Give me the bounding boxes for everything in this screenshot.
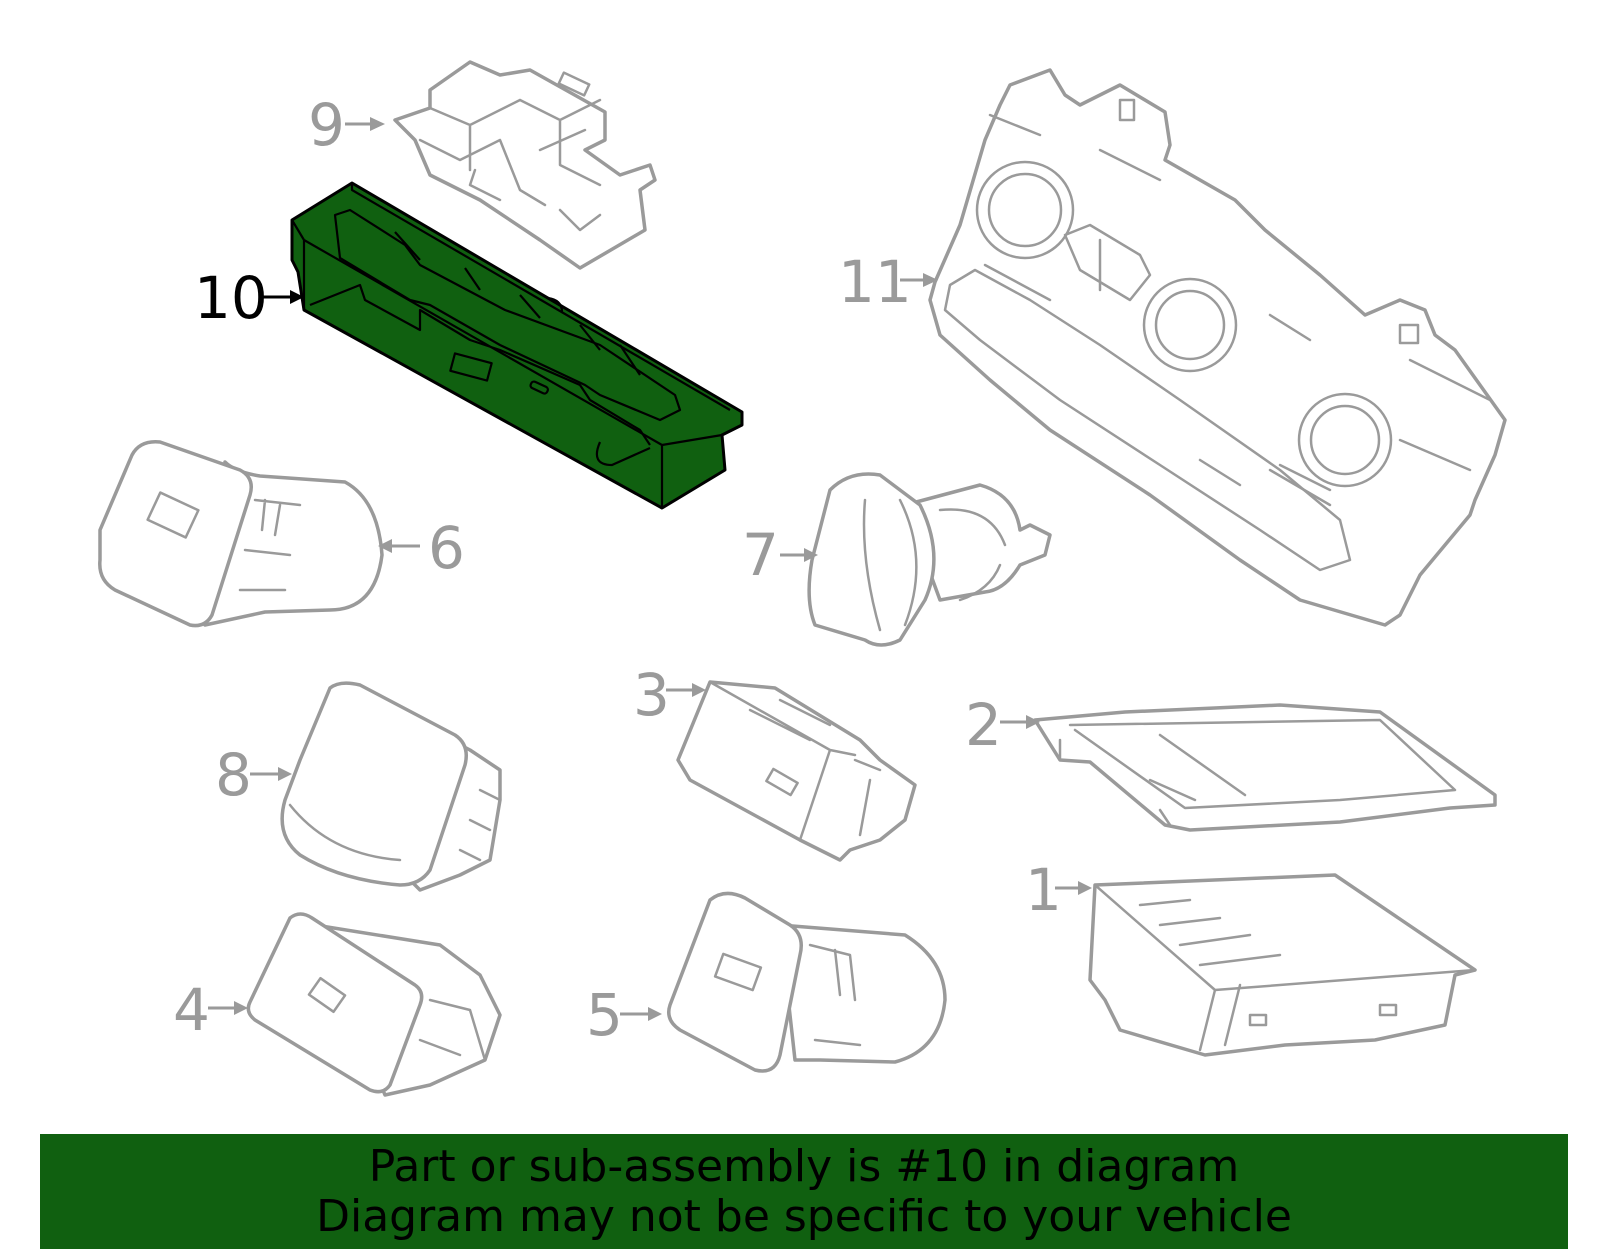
callout-2-label: 2 <box>965 691 1002 759</box>
callout-8-label: 8 <box>215 741 252 809</box>
callout-11: 11 <box>838 248 938 316</box>
callout-5-label: 5 <box>586 981 623 1049</box>
callout-6: 6 <box>378 514 465 582</box>
callout-9: 9 <box>308 91 385 159</box>
part-6-switch[interactable] <box>98 440 384 628</box>
part-10-switch-panel[interactable] <box>290 181 744 510</box>
callout-8: 8 <box>215 741 292 809</box>
callout-4-label: 4 <box>173 976 210 1044</box>
part-8-push-switch[interactable] <box>280 681 502 892</box>
part-1-module[interactable] <box>1088 873 1477 1057</box>
callout-3-label: 3 <box>633 661 670 729</box>
callout-7: 7 <box>742 521 818 589</box>
callout-6-label: 6 <box>428 514 465 582</box>
part-11-climate-control[interactable] <box>928 68 1507 627</box>
banner-line-part: Part or sub-assembly is #10 in diagram <box>368 1141 1240 1192</box>
callout-1: 1 <box>1025 856 1092 924</box>
callout-11-label: 11 <box>838 248 912 316</box>
callout-2: 2 <box>965 691 1040 759</box>
part-9-bracket[interactable] <box>393 60 657 270</box>
part-2-bezel[interactable] <box>1033 703 1497 832</box>
part-4-switch[interactable] <box>246 912 502 1097</box>
info-banner: Part or sub-assembly is #10 in diagram D… <box>40 1134 1568 1249</box>
callout-7-label: 7 <box>742 521 779 589</box>
part-5-switch[interactable] <box>667 891 947 1073</box>
callout-10-label: 10 <box>194 264 268 332</box>
part-7-rotary-knob[interactable] <box>807 472 1052 647</box>
callout-5: 5 <box>586 981 662 1049</box>
callout-10: 10 <box>194 264 304 332</box>
banner-line-disclaimer: Diagram may not be specific to your vehi… <box>316 1191 1292 1242</box>
callout-3: 3 <box>633 661 706 729</box>
callout-1-label: 1 <box>1025 856 1062 924</box>
part-3-switch-block[interactable] <box>676 680 917 862</box>
callout-9-label: 9 <box>308 91 345 159</box>
callout-4: 4 <box>173 976 248 1044</box>
